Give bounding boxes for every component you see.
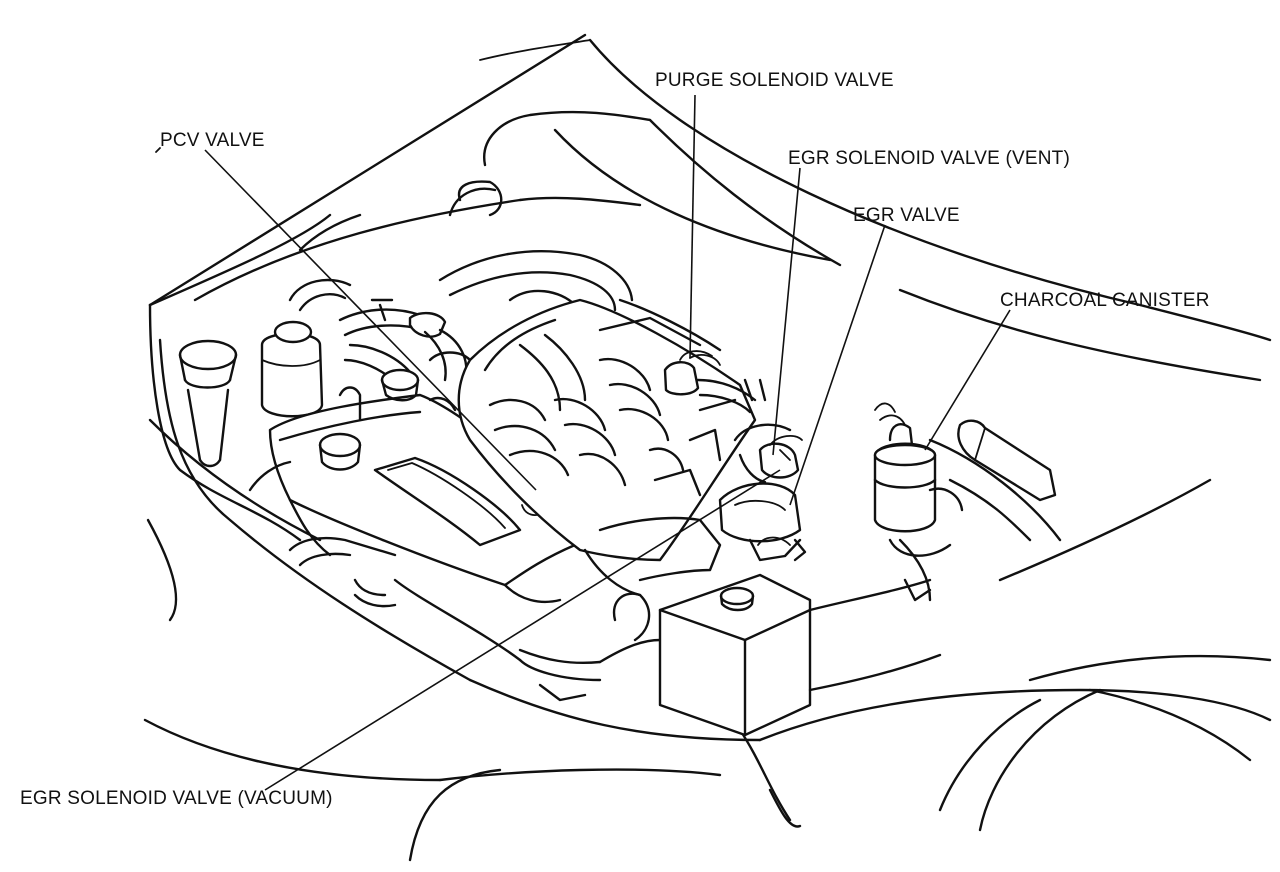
leader-lines [155, 94, 1011, 791]
firewall [193, 110, 842, 302]
upper-hoses [288, 250, 634, 312]
fender-outline [143, 303, 1272, 862]
leader-purge [689, 94, 696, 359]
label-pcv-valve: PCV VALVE [160, 130, 265, 151]
leader-egr-vacuum [264, 469, 781, 791]
leader-egr-vent [772, 167, 801, 456]
purge-solenoid-valve [663, 350, 767, 414]
label-purge-solenoid-valve: PURGE SOLENOID VALVE [655, 70, 894, 91]
leader-egr-valve [789, 224, 886, 506]
reservoir-mid [260, 320, 324, 418]
battery [658, 538, 942, 737]
leader-pcv [204, 149, 537, 491]
label-egr-solenoid-valve-vacuum: EGR SOLENOID VALVE (VACUUM) [20, 788, 333, 809]
egr-solenoid-vent [733, 423, 803, 484]
hood-outline [148, 33, 1272, 382]
label-charcoal-canister: CHARCOAL CANISTER [1000, 290, 1210, 311]
side-connector [957, 419, 1057, 502]
lower-manifold [518, 516, 722, 702]
label-egr-valve: EGR VALVE [853, 205, 960, 226]
egr-valve-part [718, 482, 807, 562]
valve-cover [248, 368, 577, 662]
leader-canister [924, 309, 1011, 451]
charcoal-canister-part [873, 402, 964, 557]
reservoir-left [178, 339, 238, 468]
label-egr-solenoid-valve-vent: EGR SOLENOID VALVE (VENT) [788, 148, 1070, 169]
